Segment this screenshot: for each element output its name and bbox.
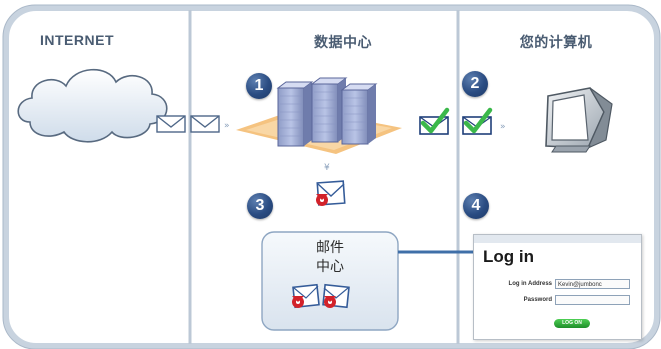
cloud-icon bbox=[17, 68, 168, 143]
column-title-your-computer: 您的计算机 bbox=[519, 35, 593, 51]
check-envelope-icon bbox=[462, 107, 493, 135]
login-title: Log in bbox=[483, 247, 534, 266]
arrow-icon: » bbox=[224, 121, 230, 131]
step-badge-4: 4 bbox=[463, 193, 489, 219]
mail-center-label: 邮件 中心 bbox=[263, 239, 397, 277]
mail-center-label-line1: 邮件 bbox=[316, 240, 344, 256]
computer-monitor-icon bbox=[545, 87, 613, 153]
virus-envelope-icon bbox=[316, 180, 346, 206]
login-address-field[interactable]: Kevin@jumbonc bbox=[555, 279, 630, 289]
step-badge-1: 1 bbox=[246, 73, 272, 99]
column-title-datacenter: 数据中心 bbox=[314, 35, 372, 51]
login-address-label: Log in Address bbox=[508, 281, 552, 287]
log-on-button[interactable]: LOG ON bbox=[554, 319, 590, 328]
server-stack-icon bbox=[236, 77, 402, 154]
check-envelope-icon bbox=[419, 107, 450, 135]
outer-frame bbox=[3, 5, 660, 349]
login-panel: Log in Log in Address Kevin@jumbonc Pass… bbox=[473, 234, 642, 340]
login-header-bar bbox=[474, 235, 641, 243]
envelope-icon bbox=[190, 115, 220, 133]
column-title-internet: INTERNET bbox=[40, 32, 114, 48]
arrow-icon: ¥ bbox=[324, 163, 330, 173]
step-badge-2: 2 bbox=[462, 71, 488, 97]
virus-envelope-icon bbox=[322, 283, 350, 309]
password-field[interactable] bbox=[555, 295, 630, 305]
virus-envelope-icon bbox=[292, 283, 320, 309]
envelope-icon bbox=[156, 115, 186, 133]
mail-center-label-line2: 中心 bbox=[316, 259, 344, 275]
step-badge-3: 3 bbox=[247, 193, 273, 219]
arrow-icon: » bbox=[500, 122, 506, 132]
password-label: Password bbox=[523, 297, 552, 303]
